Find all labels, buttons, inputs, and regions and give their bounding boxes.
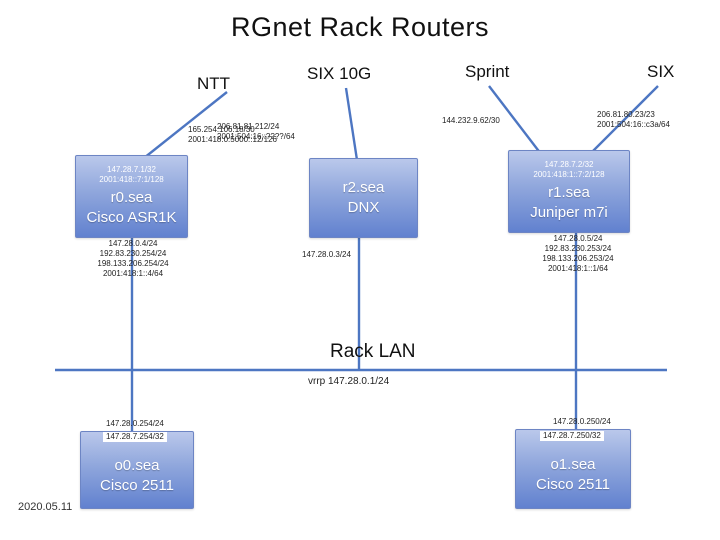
console-o0-name: o0.sea: [114, 457, 160, 474]
rack-lan-label: Rack LAN: [330, 341, 416, 362]
uplink-six10g-ips: 206.81.81.212/24 2001:504:16::????/64: [217, 122, 295, 141]
uplink-sprint-label: Sprint: [465, 62, 510, 81]
diagram-title: RGnet Rack Routers: [230, 12, 490, 42]
console-o1-name: o1.sea: [550, 456, 596, 473]
console-o0-box: o0.sea Cisco 2511: [80, 431, 194, 509]
router-r0-lan-ips: 147.28.0.4/24 192.83.230.254/24 198.133.…: [97, 239, 169, 278]
ntt-link-line: [138, 91, 228, 163]
console-o1-loopback-ip: 147.28.7.250/32: [540, 431, 604, 441]
router-r0-name: r0.sea: [110, 189, 153, 206]
console-o0-loopback-ip: 147.28.7.254/32: [103, 432, 167, 442]
router-r0-model: Cisco ASR1K: [86, 209, 177, 226]
router-r2-model: DNX: [347, 199, 380, 216]
console-o1-box: o1.sea Cisco 2511: [515, 429, 631, 509]
console-o0-lan-ip: 147.28.0.254/24: [106, 419, 164, 428]
uplink-six-ips: 206.81.80.23/23 2001:504:16::c3a/64: [597, 110, 670, 129]
uplink-six10g-label: SIX 10G: [307, 64, 372, 83]
router-r1-lan-ips: 147.28.0.5/24 192.83.230.253/24 198.133.…: [542, 234, 614, 273]
router-r2-box: r2.sea DNX: [309, 158, 418, 238]
router-r0-box: 147.28.7.1/32 2001:418::7:1/128 r0.sea C…: [75, 155, 188, 238]
router-r2-lan-ips: 147.28.0.3/24: [302, 250, 351, 259]
console-o1-lan-ip: 147.28.0.250/24: [553, 417, 611, 426]
six10g-link-line: [344, 87, 359, 161]
router-r1-box: 147.28.7.2/32 2001:418:1::7:2/128 r1.sea…: [508, 150, 630, 233]
router-r1-name: r1.sea: [548, 184, 590, 201]
console-o1-model: Cisco 2511: [536, 476, 610, 493]
router-r0-loopback-ips: 147.28.7.1/32 2001:418::7:1/128: [99, 165, 164, 184]
six-link-line: [591, 85, 659, 153]
router-r2-name: r2.sea: [342, 179, 385, 196]
uplink-six-label: SIX: [647, 62, 675, 81]
sprint-link-line: [488, 85, 542, 155]
uplink-ntt-label: NTT: [197, 74, 231, 93]
router-r1-loopback-ips: 147.28.7.2/32 2001:418:1::7:2/128: [533, 160, 605, 179]
console-o0-model: Cisco 2511: [100, 477, 174, 494]
router-r1-model: Juniper m7i: [530, 204, 608, 221]
uplink-sprint-ips: 144.232.9.62/30: [442, 116, 500, 125]
uplink-ntt-ips: 165.254.106.18/30 2001:418:0:5000::12/12…: [188, 125, 277, 144]
rack-lan-vrrp: vrrp 147.28.0.1/24: [308, 376, 390, 387]
slide-date: 2020.05.11: [18, 501, 73, 513]
